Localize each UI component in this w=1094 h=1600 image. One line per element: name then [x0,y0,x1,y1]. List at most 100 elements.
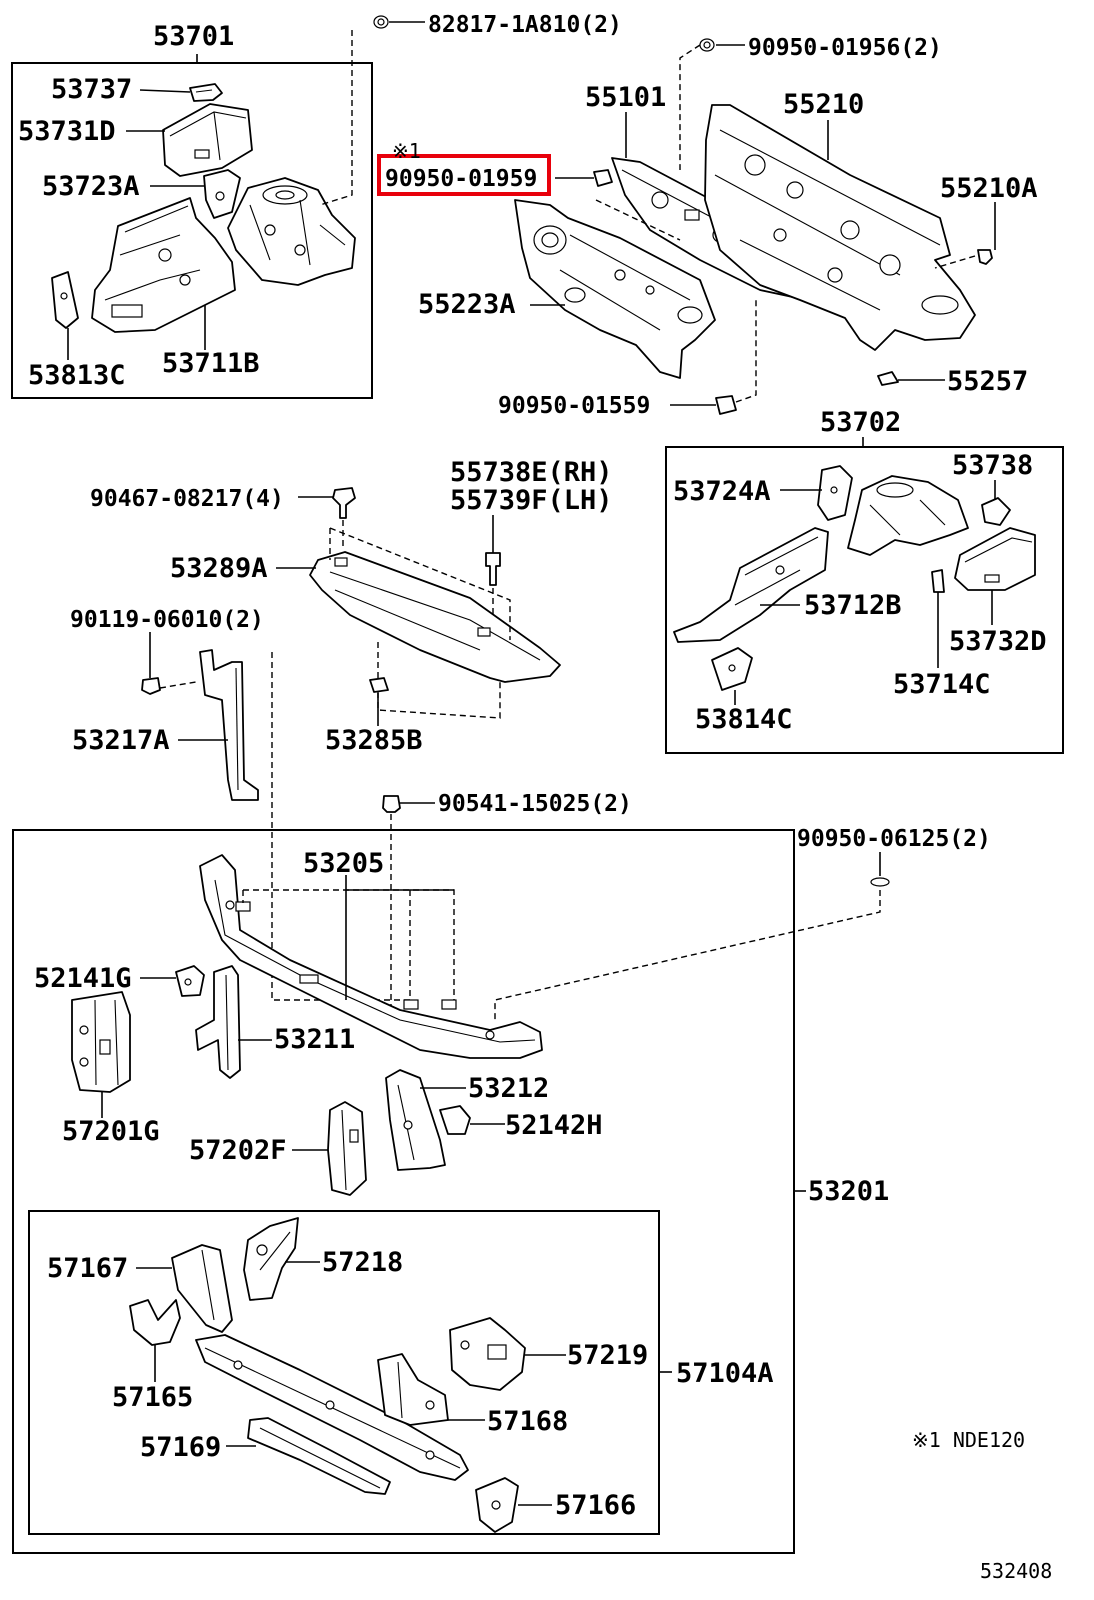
label-55739f[interactable]: 55739F(LH) [450,485,613,516]
label-53212[interactable]: 53212 [468,1073,549,1104]
part-53724a[interactable] [817,465,853,521]
label-53814c[interactable]: 53814C [695,704,793,735]
leader-53737 [139,89,191,93]
part-53217a[interactable] [199,649,259,801]
fastener-55210a[interactable] [977,249,993,265]
label-53712b[interactable]: 53712B [804,590,902,621]
label-57104a[interactable]: 57104A [676,1358,774,1389]
label-55210a[interactable]: 55210A [940,173,1038,204]
label-90950-01956[interactable]: 90950-01956(2) [748,35,942,61]
label-57168[interactable]: 57168 [487,1406,568,1437]
label-90467-08217[interactable]: 90467-08217(4) [90,486,284,512]
diagram-id: 532408 [980,1559,1052,1583]
part-53723a[interactable] [203,169,241,219]
label-90541-15025[interactable]: 90541-15025(2) [438,791,632,817]
dash-90950-01959 [595,199,681,241]
label-53813c[interactable]: 53813C [28,360,126,391]
part-53289a[interactable] [309,551,561,683]
label-53731d[interactable]: 53731D [18,116,116,147]
part-57218[interactable] [243,1217,299,1301]
footnote-mark: ※1 [392,139,421,163]
footnote-nde120: ※1 NDE120 [912,1428,1025,1452]
label-57169[interactable]: 57169 [140,1432,221,1463]
part-53285b[interactable] [369,677,389,693]
label-53201[interactable]: 53201 [808,1176,889,1207]
part-suspension-tower[interactable] [227,177,356,286]
label-53289a[interactable]: 53289A [170,553,268,584]
label-52141g[interactable]: 52141G [34,963,132,994]
part-57168[interactable] [377,1353,449,1426]
part-57202f[interactable] [327,1101,367,1196]
label-52142h[interactable]: 52142H [505,1110,603,1141]
label-55223a[interactable]: 55223A [418,289,516,320]
fastener-90467-08217[interactable] [332,487,356,519]
part-52142h[interactable] [439,1105,471,1135]
label-53724a[interactable]: 53724A [673,476,771,507]
fastener-82817[interactable] [373,15,389,29]
part-53814c[interactable] [711,647,753,691]
fastener-90950-06125[interactable] [870,877,890,887]
label-53285b[interactable]: 53285B [325,725,423,756]
part-53731d[interactable] [162,103,253,177]
part-53211[interactable] [195,965,241,1079]
part-57201g[interactable] [71,991,131,1093]
label-57167[interactable]: 57167 [47,1253,128,1284]
label-90119-06010[interactable]: 90119-06010(2) [70,607,264,633]
label-57166[interactable]: 57166 [555,1490,636,1521]
dash-55210a [934,255,976,269]
label-57202f[interactable]: 57202F [189,1135,287,1166]
label-90950-01959[interactable]: 90950-01959 [385,166,537,192]
fastener-90119-06010[interactable] [141,677,161,695]
part-53205[interactable] [199,854,543,1059]
fastener-55738e[interactable] [485,552,501,586]
part-tower-rh[interactable] [847,475,969,556]
fastener-90950-01956[interactable] [699,38,715,52]
label-55101[interactable]: 55101 [585,82,666,113]
part-53712b[interactable] [673,527,829,643]
part-53738[interactable] [981,497,1011,526]
part-53732d[interactable] [954,527,1036,591]
part-57169[interactable] [247,1417,391,1495]
label-53732d[interactable]: 53732D [949,626,1047,657]
label-82817-1a810[interactable]: 82817-1A810(2) [428,12,622,38]
label-53217a[interactable]: 53217A [72,725,170,756]
part-53737[interactable] [189,83,223,102]
dash-53289a [329,527,511,719]
fastener-90950-01959[interactable] [593,169,613,187]
part-55223a[interactable] [514,199,716,379]
part-55257[interactable] [877,371,899,386]
part-52141g[interactable] [175,965,205,997]
part-53714c[interactable] [931,569,945,593]
fastener-90541-15025[interactable] [382,795,401,813]
label-53701[interactable]: 53701 [153,21,234,52]
part-55210[interactable] [704,104,976,351]
label-57219[interactable]: 57219 [567,1340,648,1371]
label-53714c[interactable]: 53714C [893,669,991,700]
label-57218[interactable]: 57218 [322,1247,403,1278]
label-53737[interactable]: 53737 [51,74,132,105]
dash-82817 [319,30,353,206]
label-53738[interactable]: 53738 [952,450,1033,481]
label-55738e[interactable]: 55738E(RH) [450,457,613,488]
part-53711b[interactable] [91,197,236,333]
part-57167[interactable] [171,1244,233,1333]
label-90950-06125[interactable]: 90950-06125(2) [797,826,991,852]
label-53211[interactable]: 53211 [274,1024,355,1055]
fastener-90950-01559[interactable] [715,395,737,415]
part-57166[interactable] [475,1477,519,1533]
part-57104a-crossmember[interactable] [195,1334,469,1481]
label-57165[interactable]: 57165 [112,1382,193,1413]
label-53723a[interactable]: 53723A [42,171,140,202]
part-53813c[interactable] [51,271,79,329]
label-53205[interactable]: 53205 [303,848,384,879]
part-53212[interactable] [385,1069,446,1171]
label-53711b[interactable]: 53711B [162,348,260,379]
label-90950-01559[interactable]: 90950-01559 [498,393,650,419]
label-57201g[interactable]: 57201G [62,1116,160,1147]
label-55210[interactable]: 55210 [783,89,864,120]
label-55257[interactable]: 55257 [947,366,1028,397]
part-57219[interactable] [449,1317,526,1391]
label-53702[interactable]: 53702 [820,407,901,438]
dash-53217a [271,652,410,1001]
part-57165[interactable] [129,1299,181,1346]
